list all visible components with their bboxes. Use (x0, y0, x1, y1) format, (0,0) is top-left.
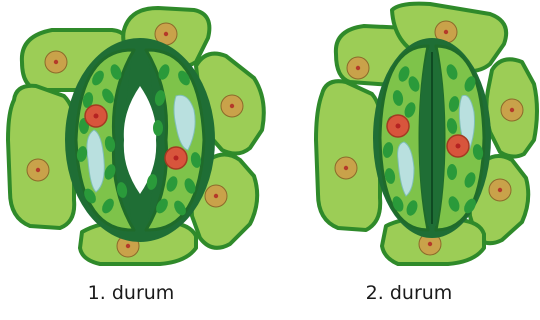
caption-state-2: 2. durum (334, 282, 484, 304)
stoma-closed-group (316, 4, 537, 264)
epidermal-nucleolus (230, 104, 234, 108)
epidermal-nucleolus (428, 242, 432, 246)
epidermal-nucleolus (214, 194, 218, 198)
epidermal-nucleolus (498, 188, 502, 192)
epidermal-cell (8, 86, 75, 228)
epidermal-nucleolus (36, 168, 40, 172)
epidermal-nucleolus (510, 108, 514, 112)
chloroplast (447, 164, 457, 180)
guard-nucleolus (456, 144, 461, 149)
stoma-open-group (8, 8, 264, 264)
epidermal-nucleolus (444, 30, 448, 34)
epidermal-nucleolus (164, 32, 168, 36)
epidermal-nucleolus (126, 244, 130, 248)
epidermal-nucleolus (54, 60, 58, 64)
epidermal-nucleolus (356, 66, 360, 70)
caption-state-1: 1. durum (56, 282, 206, 304)
epidermal-cell (316, 81, 381, 230)
guard-nucleolus (94, 114, 99, 119)
guard-nucleolus (174, 156, 179, 161)
epidermal-nucleolus (344, 166, 348, 170)
guard-nucleolus (396, 124, 401, 129)
chloroplast (153, 120, 163, 136)
